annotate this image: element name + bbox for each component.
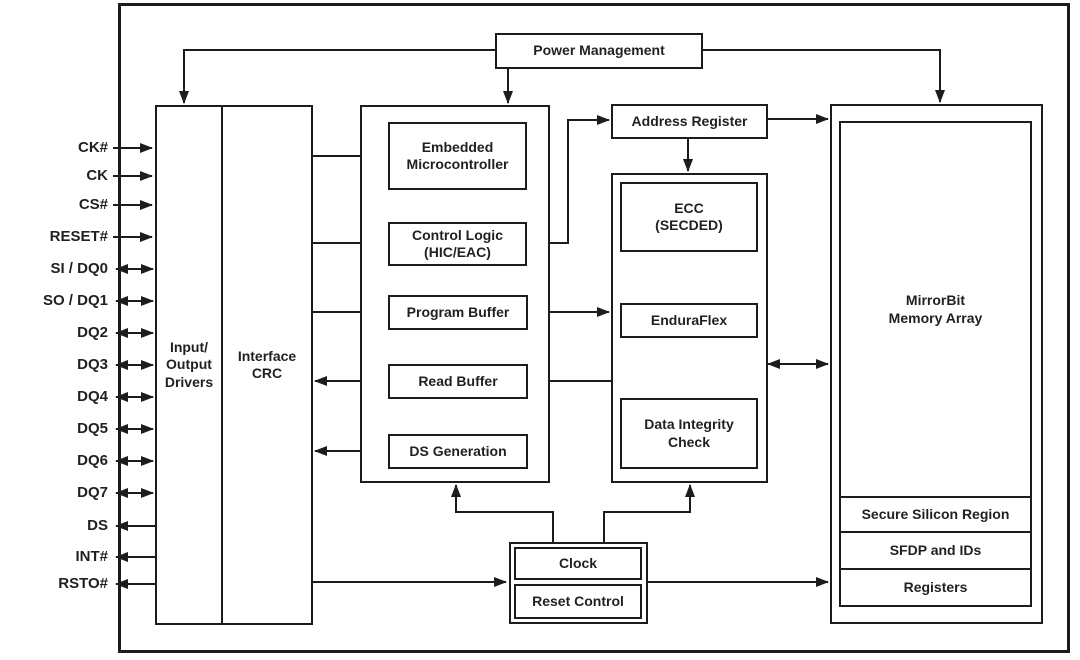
io-drivers-block: Input/ Output Drivers [164, 338, 214, 390]
ds-generation-block: DS Generation [388, 434, 528, 469]
pin-label: CS# [78, 196, 108, 213]
pin-label: SI / DQ0 [50, 260, 108, 277]
io-crc-divider [221, 107, 223, 623]
interface-crc-block: Interface CRC [237, 347, 297, 382]
clock-block: Clock [514, 547, 642, 580]
read-buffer-block: Read Buffer [388, 364, 528, 399]
sfdp-and-ids-block: SFDP and IDs [841, 531, 1030, 568]
data-integrity-check-block: Data Integrity Check [620, 398, 758, 469]
registers-block: Registers [841, 568, 1030, 605]
ecc-secded-block: ECC (SECDED) [620, 182, 758, 252]
pin-label: DS [87, 517, 108, 534]
pin-label: DQ3 [77, 356, 108, 373]
pin-label: DQ7 [77, 484, 108, 501]
pin-label: INT# [75, 548, 108, 565]
io-interface-block: Input/ Output Drivers Interface CRC [155, 105, 313, 625]
enduraflex-block: EnduraFlex [620, 303, 758, 338]
pin-label: DQ4 [77, 388, 108, 405]
power-management-block: Power Management [495, 33, 703, 69]
pin-label: DQ6 [77, 452, 108, 469]
address-register-block: Address Register [611, 104, 768, 139]
secure-silicon-region-block: Secure Silicon Region [841, 496, 1030, 531]
pin-label: RSTO# [58, 575, 108, 592]
pin-label: RESET# [49, 228, 108, 245]
pin-label: DQ5 [77, 420, 108, 437]
mirrorbit-memory-array-label: MirrorBit Memory Array [888, 292, 983, 326]
pin-label: CK [86, 167, 108, 184]
pin-label: CK# [77, 139, 108, 156]
program-buffer-block: Program Buffer [388, 295, 528, 330]
pin-label: DQ2 [77, 324, 108, 341]
control-logic-block: Control Logic (HIC/EAC) [388, 222, 527, 266]
embedded-microcontroller-block: Embedded Microcontroller [388, 122, 527, 190]
memory-array-inner-block: MirrorBit Memory Array Secure Silicon Re… [839, 121, 1032, 607]
pin-label: SO / DQ1 [42, 292, 108, 309]
chip-boundary [118, 3, 1070, 653]
reset-control-block: Reset Control [514, 584, 642, 619]
